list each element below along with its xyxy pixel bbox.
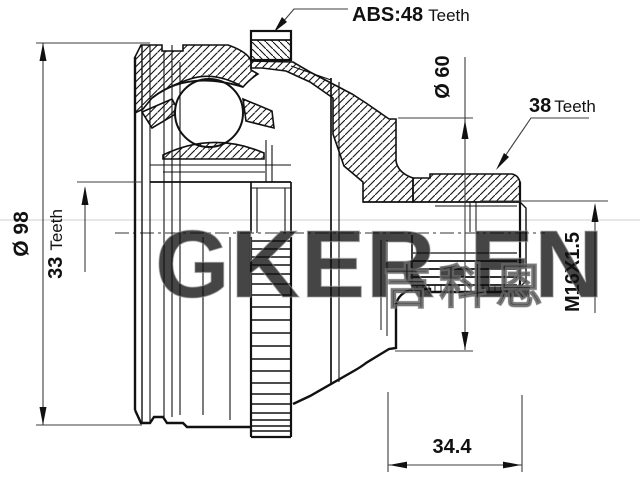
abs-tone-ring-section (249, 29, 293, 62)
abs-teeth-label: ABS:48 Teeth (352, 4, 470, 26)
dimension-m16-thread (480, 200, 608, 313)
watermark-latin: GKER-EN (155, 211, 605, 318)
spline-band-section (412, 173, 521, 203)
race-sphere-line (151, 79, 244, 99)
dimension-33-teeth (77, 181, 142, 272)
dimensions (36, 8, 608, 472)
cage-wedge-right (242, 97, 275, 130)
leader-38-teeth (496, 117, 589, 170)
watermark: GKER-EN 吉科恩 (154, 210, 605, 318)
teeth33-bold: 33 (45, 257, 67, 279)
abs-ring-ladder (249, 237, 293, 439)
thread-label: M16X1.5 (562, 232, 584, 312)
dia98-label: Ø 98 (10, 211, 33, 257)
teeth33-label: 33 Teeth (45, 209, 67, 279)
abs-label-bold: ABS:48 (352, 4, 423, 26)
dia60-label: Ø 60 (432, 55, 454, 98)
shaft-end-chamfer (519, 201, 527, 288)
teeth33-light: Teeth (47, 209, 66, 251)
bell-bottom-profile (133, 409, 251, 429)
part-outline (133, 45, 527, 429)
lower-silhouette (292, 283, 522, 406)
ball-bearing (174, 78, 244, 148)
ladder-rungs (251, 240, 291, 432)
teeth38-light: Teeth (554, 97, 596, 116)
dimension-dia60 (395, 57, 473, 352)
watermark-cjk: 吉科恩 (383, 261, 551, 314)
section-hatching (134, 44, 521, 203)
inner-race-lens-section (162, 141, 265, 160)
abs-leader (274, 8, 348, 32)
mouth-top-line (290, 65, 332, 81)
dimension-dia98 (36, 42, 150, 426)
dimension-spline-length (387, 392, 523, 472)
abs-label-light: Teeth (428, 6, 470, 25)
teeth38-bold: 38 (529, 95, 551, 117)
spline-length-label: 34.4 (433, 436, 473, 458)
bell-back-wall-section (250, 60, 414, 203)
